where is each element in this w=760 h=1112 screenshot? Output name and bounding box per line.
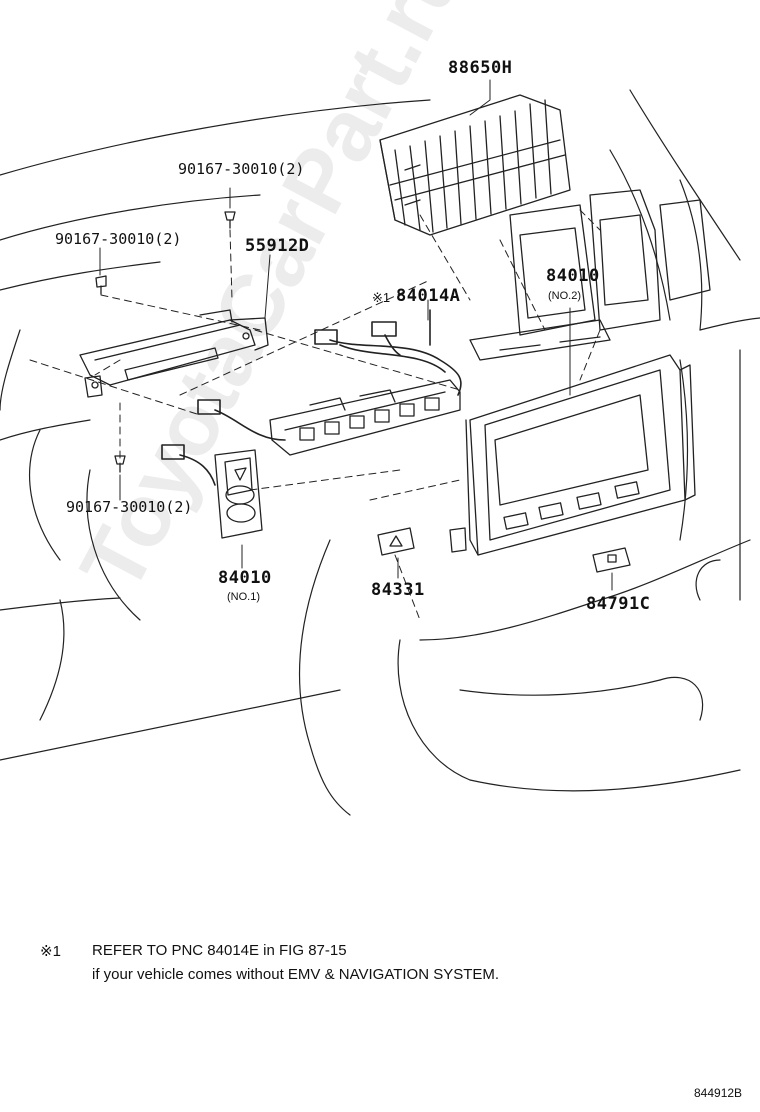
label-90167-bottom: 90167-30010(2) <box>66 498 193 516</box>
mirror-switch <box>214 449 263 539</box>
label-90167-left: 90167-30010(2) <box>55 230 182 248</box>
label-88650h: 88650H <box>448 58 513 78</box>
small-switch <box>592 547 631 573</box>
note-mark: ※1 <box>40 943 61 960</box>
amplifier-unit <box>379 94 571 236</box>
label-84010-no2: 84010 <box>546 266 600 286</box>
label-55912d: 55912D <box>245 236 310 256</box>
note-line-1: REFER TO PNC 84014E in FIG 87-15 <box>92 942 347 959</box>
vent-panel <box>469 189 711 361</box>
label-84010-no2-sub: (NO.2) <box>548 290 581 302</box>
wiring-harness <box>161 309 462 486</box>
bracket <box>79 309 269 398</box>
label-84010-no1: 84010 <box>218 568 272 588</box>
hazard-switch <box>377 527 415 556</box>
label-84014a: 84014A <box>396 286 461 306</box>
label-84010-no1-sub: (NO.1) <box>227 591 260 603</box>
display-bezel <box>449 354 696 556</box>
label-84791c: 84791C <box>586 594 651 614</box>
switch-board <box>269 379 461 456</box>
figure-code: 844912B <box>694 1086 743 1100</box>
dashboard-outline <box>0 89 760 816</box>
guide-lines <box>29 209 601 621</box>
label-90167-top: 90167-30010(2) <box>178 160 305 178</box>
label-84331: 84331 <box>371 580 425 600</box>
screws <box>95 211 236 473</box>
note-line-2: if your vehicle comes without EMV & NAVI… <box>92 966 500 983</box>
leader-lines <box>99 79 613 591</box>
ref-mark: ※1 <box>372 290 391 305</box>
